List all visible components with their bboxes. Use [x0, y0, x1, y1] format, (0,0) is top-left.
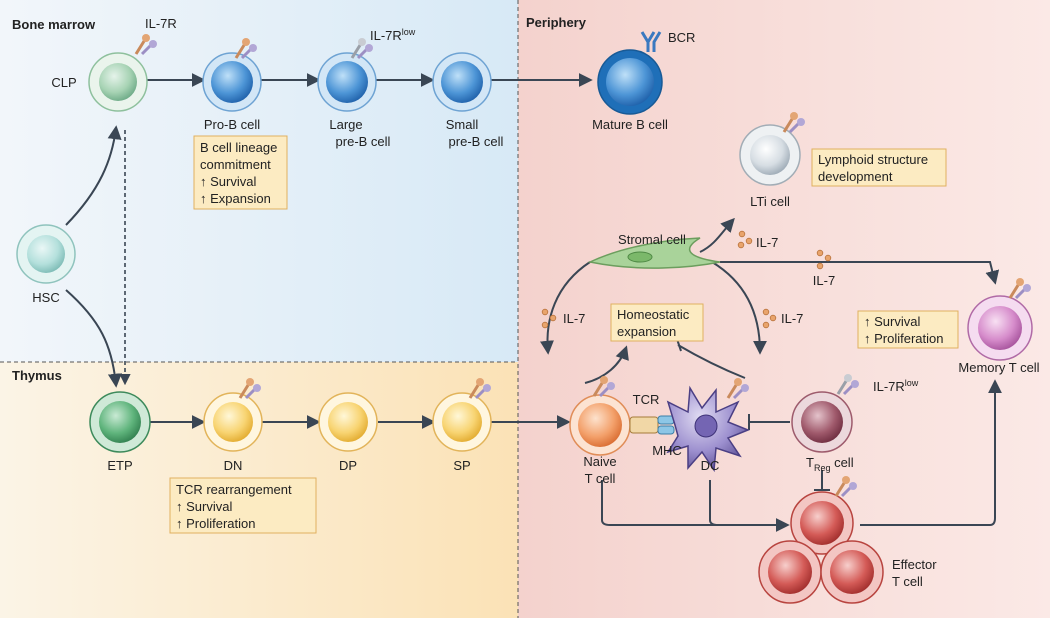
- il7r-icon: [468, 378, 491, 400]
- label-mhc: MHC: [652, 443, 682, 458]
- il7r-icon: [782, 112, 805, 134]
- box-b-lineage-line1: B cell lineage: [200, 140, 277, 155]
- box-b-lineage: [193, 135, 288, 210]
- dp-cell: [318, 392, 378, 452]
- box-homeostatic: [610, 303, 704, 342]
- box-homeostatic-line1: Homeostatic: [617, 307, 690, 322]
- stromal-cell: [587, 237, 721, 269]
- clp-cell: [88, 52, 148, 112]
- box-memory-survival-line2: ↑ Proliferation: [864, 331, 943, 346]
- label-large-pre-b-1: Large: [329, 117, 362, 132]
- label-clp: CLP: [51, 75, 76, 90]
- label-mature-b: Mature B cell: [592, 117, 668, 132]
- label-small-pre-b-1: Small: [446, 117, 479, 132]
- il7r-icon: [726, 378, 749, 400]
- box-b-lineage-line4: ↑ Expansion: [200, 191, 271, 206]
- label-naive-t-2: T cell: [585, 471, 616, 486]
- arrow-naive-to-homeostatic: [584, 345, 629, 384]
- label-il7-memory: IL-7: [813, 273, 835, 288]
- box-lymphoid-line1: Lymphoid structure: [818, 152, 928, 167]
- label-tcr: TCR: [633, 392, 660, 407]
- treg-cell: [791, 391, 853, 453]
- memory-t-cell: [967, 295, 1033, 361]
- label-effector-1: Effector: [892, 557, 937, 572]
- label-hsc: HSC: [32, 290, 59, 305]
- il7r-low-icon: [350, 38, 373, 60]
- arrow-stromal-left-il7: [539, 261, 591, 355]
- tcr-mhc-synapse: [629, 415, 675, 435]
- il7r-icon: [834, 476, 857, 498]
- arrow-stromal-to-memory: [720, 261, 1000, 285]
- arrow-hsc-to-clp: [65, 125, 122, 226]
- hsc-cell: [16, 224, 76, 284]
- il7r-low-icon: [836, 374, 859, 396]
- dn-cell: [203, 392, 263, 452]
- label-memory-t: Memory T cell: [958, 360, 1039, 375]
- large-pre-b-cell: [317, 52, 377, 112]
- arrow-hsc-to-etp: [65, 289, 122, 388]
- region-label-bone-marrow: Bone marrow: [12, 17, 96, 32]
- region-label-periphery: Periphery: [526, 15, 587, 30]
- effector-t-cells: [758, 491, 884, 604]
- box-tcr-rearrangement: [169, 477, 317, 534]
- label-sp: SP: [453, 458, 470, 473]
- label-dn: DN: [224, 458, 243, 473]
- pro-b-cell: [202, 52, 262, 112]
- il7r-icon: [592, 376, 615, 398]
- label-il7r-low-treg: IL-7Rlow: [873, 378, 919, 394]
- label-il7-lti: IL-7: [756, 235, 778, 250]
- label-dp: DP: [339, 458, 357, 473]
- arrow-dc-to-effector: [709, 480, 719, 526]
- etp-cell: [89, 391, 151, 453]
- label-dc: DC: [701, 458, 720, 473]
- label-stromal: Stromal cell: [618, 232, 686, 247]
- label-treg: TReg cell: [806, 455, 854, 473]
- label-naive-t-1: Naive: [583, 454, 616, 469]
- region-label-thymus: Thymus: [12, 368, 62, 383]
- bcr-icon: [640, 31, 662, 52]
- small-pre-b-cell: [432, 52, 492, 112]
- label-large-pre-b-2: pre-B cell: [336, 134, 391, 149]
- label-small-pre-b-2: pre-B cell: [449, 134, 504, 149]
- box-memory-survival: [857, 310, 959, 349]
- label-effector-2: T cell: [892, 574, 923, 589]
- box-b-lineage-line3: ↑ Survival: [200, 174, 256, 189]
- label-etp: ETP: [107, 458, 132, 473]
- box-homeostatic-line2: expansion: [617, 324, 676, 339]
- box-lymphoid: [811, 148, 947, 187]
- il7r-icon: [238, 378, 261, 400]
- lti-cell: [739, 124, 801, 186]
- label-il7r: IL-7R: [145, 16, 177, 31]
- label-il7-left: IL-7: [563, 311, 585, 326]
- naive-t-cell: [569, 394, 631, 456]
- inhibition-homeostatic: [677, 344, 746, 379]
- box-memory-survival-line1: ↑ Survival: [864, 314, 920, 329]
- il7r-receptor-icons: [134, 34, 1031, 498]
- il7r-icon: [1008, 278, 1031, 300]
- arrow-stromal-to-lti: [699, 217, 735, 253]
- box-b-lineage-line2: commitment: [200, 157, 271, 172]
- box-tcr-line2: ↑ Survival: [176, 499, 232, 514]
- il7r-icon: [134, 34, 157, 56]
- box-lymphoid-line2: development: [818, 169, 893, 184]
- label-il7-right: IL-7: [781, 311, 803, 326]
- box-tcr-line1: TCR rearrangement: [176, 482, 292, 497]
- arrow-naive-to-effector: [601, 480, 790, 532]
- il7-dots: [541, 230, 832, 329]
- mature-b-cell: [597, 49, 663, 115]
- label-bcr: BCR: [668, 30, 695, 45]
- box-tcr-line3: ↑ Proliferation: [176, 516, 255, 531]
- arrows: [65, 73, 1002, 532]
- arrow-stromal-right-il7: [711, 261, 767, 355]
- label-pro-b: Pro-B cell: [204, 117, 260, 132]
- label-lti: LTi cell: [750, 194, 790, 209]
- dc-cell: [666, 385, 751, 473]
- label-il7r-low-top: IL-7Rlow: [370, 27, 416, 43]
- il7r-icon: [234, 38, 257, 60]
- arrow-effector-to-memory: [860, 379, 1002, 526]
- sp-cell: [432, 392, 492, 452]
